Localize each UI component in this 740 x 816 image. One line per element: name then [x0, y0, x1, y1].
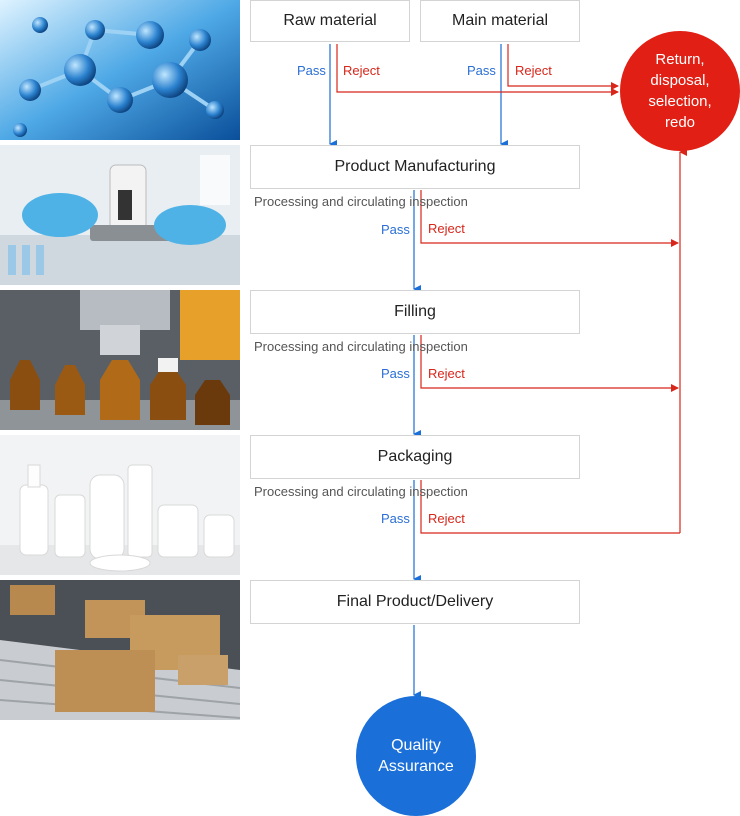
reject-target-line3: selection,: [648, 93, 712, 110]
pass-label-main: Pass: [467, 63, 496, 78]
final-product-label: Final Product/Delivery: [336, 593, 494, 610]
product-manufacturing-label: Product Manufacturing: [334, 158, 496, 175]
reject-label-packaging: Reject: [428, 511, 465, 526]
reject-target-line2: disposal,: [650, 72, 710, 89]
reject-label-filling: Reject: [428, 366, 465, 381]
pass-label-filling: Pass: [381, 366, 410, 381]
filling-label: Filling: [394, 303, 436, 320]
bottle-filling-image: [0, 290, 240, 430]
reject-target-line1: Return,: [655, 51, 705, 68]
reject-line-manufacturing: [420, 190, 679, 247]
reject-line-packaging: [420, 480, 680, 534]
product-manufacturing-box: Product Manufacturing: [250, 145, 580, 189]
main-material-label: Main material: [451, 12, 549, 29]
inspection-note-packaging: Processing and circulating inspection: [254, 484, 468, 499]
reject-line-raw: [336, 44, 619, 96]
pass-label-packaging: Pass: [381, 511, 410, 526]
filling-box: Filling: [250, 290, 580, 334]
quality-assurance-circle: Quality Assurance: [356, 696, 476, 816]
reject-line-main: [507, 44, 619, 90]
reject-label-manufacturing: Reject: [428, 221, 465, 236]
return-disposal-circle: Return, disposal, selection, redo: [620, 31, 740, 151]
outcome-line1: Quality: [391, 737, 441, 754]
outcome-line2: Assurance: [378, 758, 454, 775]
packaging-box: Packaging: [250, 435, 580, 479]
pass-label-manufacturing: Pass: [381, 222, 410, 237]
boxes-conveyor-image: [0, 580, 240, 720]
packaging-label: Packaging: [377, 448, 453, 465]
inspection-note-filling: Processing and circulating inspection: [254, 339, 468, 354]
white-bottles-image: [0, 435, 240, 575]
reject-line-filling: [420, 335, 679, 392]
reject-label-raw: Reject: [343, 63, 380, 78]
raw-material-label: Raw material: [283, 12, 377, 29]
microscope-lab-image: [0, 145, 240, 285]
raw-material-box: Raw material: [250, 0, 410, 42]
reject-target-line4: redo: [664, 114, 696, 131]
inspection-note-manufacturing: Processing and circulating inspection: [254, 194, 468, 209]
molecule-image: [0, 0, 240, 140]
pass-label-raw: Pass: [297, 63, 326, 78]
main-material-box: Main material: [420, 0, 580, 42]
reject-label-main: Reject: [515, 63, 552, 78]
final-product-box: Final Product/Delivery: [250, 580, 580, 624]
